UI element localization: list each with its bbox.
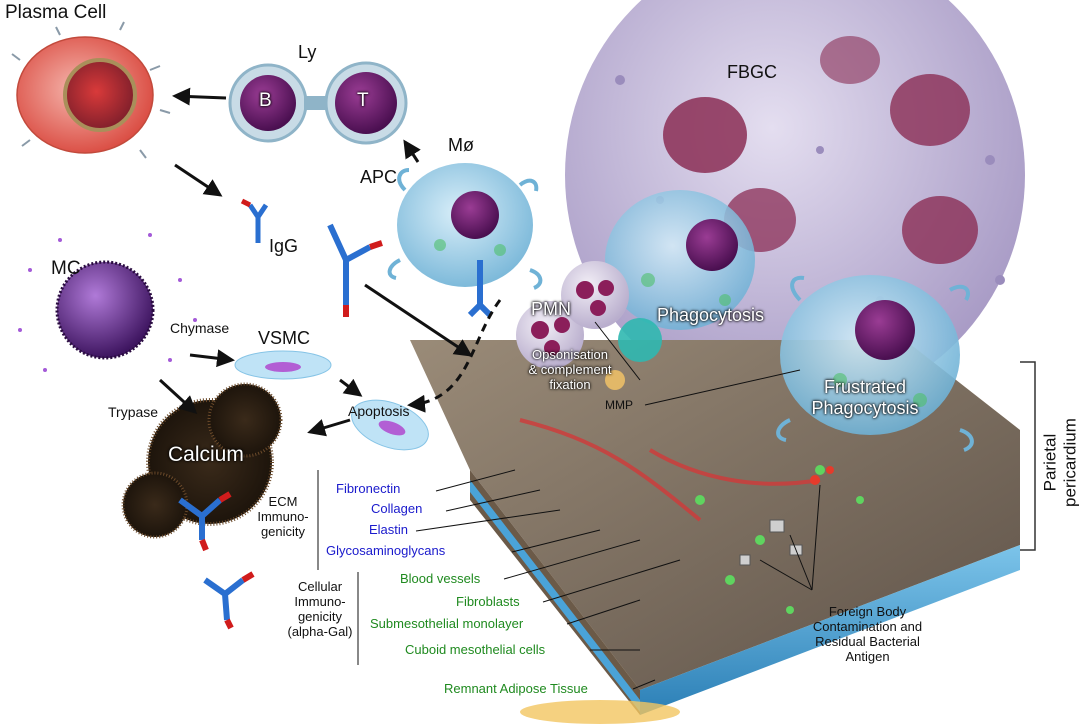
frustrated-macrophage (776, 275, 974, 452)
label-trypase: Trypase (108, 404, 159, 420)
pointer-lines (415, 321, 821, 690)
opsonisation-line-2: & complement (528, 361, 612, 377)
label-vsmc: VSMC (258, 328, 311, 348)
ecm-line-1: ECM (268, 494, 298, 509)
label-mc: MC (51, 258, 81, 279)
label-foreign-body: Foreign Body Contamination and Residual … (790, 604, 945, 665)
label-b-cell: B (259, 90, 272, 111)
foreign-line-2: Contamination and (812, 618, 923, 634)
opsonisation-line-3: fixation (549, 376, 591, 392)
label-parietal-pericardium: Parietal pericardium (1040, 403, 1079, 523)
ecm-line-3: genicity (260, 523, 306, 539)
antibodies (178, 198, 493, 630)
label-apoptosis: Apoptosis (348, 403, 410, 419)
process-arrows (158, 87, 473, 437)
label-calcium: Calcium (168, 443, 244, 466)
foreign-line-3: Residual Bacterial (815, 633, 920, 649)
label-apc: APC (360, 167, 398, 187)
label-frustrated-phagocytosis: Frustrated Phagocytosis (795, 377, 935, 418)
label-mmp: MMP (605, 398, 633, 412)
parietal-bracket (1020, 361, 1036, 551)
parietal-line-1: Parietal (1040, 433, 1060, 492)
cellular-line-2: Immuno- (294, 593, 346, 609)
pmn-cells (516, 261, 662, 390)
label-fbgc: FBGC (727, 62, 778, 82)
tissue-blood-vessels: Blood vessels (400, 571, 481, 586)
cellular-line-1: Cellular (297, 579, 343, 594)
calcium-deposits (121, 382, 283, 539)
label-plasma-cell: Plasma Cell (5, 2, 107, 23)
tissue-submesothelial-monolayer: Submesothelial monolayer (370, 616, 524, 631)
plasma-cell (11, 21, 171, 159)
label-phagocytosis: Phagocytosis (657, 305, 765, 325)
frustrated-line-1: Frustrated (823, 377, 907, 397)
label-igg: IgG (269, 236, 299, 256)
apc-macrophage (387, 163, 543, 290)
ecm-glycosaminoglycans: Glycosaminoglycans (326, 543, 446, 558)
label-t-cell: T (357, 90, 369, 111)
ecm-fibronectin: Fibronectin (336, 481, 401, 496)
lymphocytes (228, 61, 408, 145)
label-opsonisation: Opsonisation & complement fixation (510, 347, 630, 393)
apoptosis-dashed-arrow (407, 299, 502, 413)
opsonisation-line-1: Opsonisation (532, 347, 608, 362)
tissue-remnant-adipose: Remnant Adipose Tissue (444, 681, 588, 696)
phagocytosis-macrophage (605, 190, 755, 330)
foreign-line-4: Antigen (845, 648, 890, 664)
mast-cell (18, 233, 197, 372)
ecm-elastin: Elastin (369, 522, 409, 537)
tissue-cuboid-mesothelial-cells: Cuboid mesothelial cells (405, 642, 546, 657)
label-ecm-immunogenicity: ECM Immuno- genicity (248, 494, 318, 540)
cellular-line-4: (alpha-Gal) (287, 623, 353, 639)
ecm-collagen: Collagen (371, 501, 423, 516)
frustrated-line-2: Phagocytosis (811, 397, 919, 418)
label-ly: Ly (298, 42, 317, 62)
ecm-line-2: Immuno- (257, 508, 309, 524)
tissue-fibroblasts: Fibroblasts (456, 594, 520, 609)
cellular-line-3: genicity (297, 608, 343, 624)
label-macrophage: Mø (448, 135, 474, 155)
label-pmn: PMN (531, 299, 571, 319)
parietal-line-2: pericardium (1060, 418, 1079, 507)
label-cellular-immunogenicity: Cellular Immuno- genicity (alpha-Gal) (280, 579, 360, 640)
label-chymase: Chymase (170, 320, 230, 336)
foreign-line-1: Foreign Body (828, 604, 907, 619)
